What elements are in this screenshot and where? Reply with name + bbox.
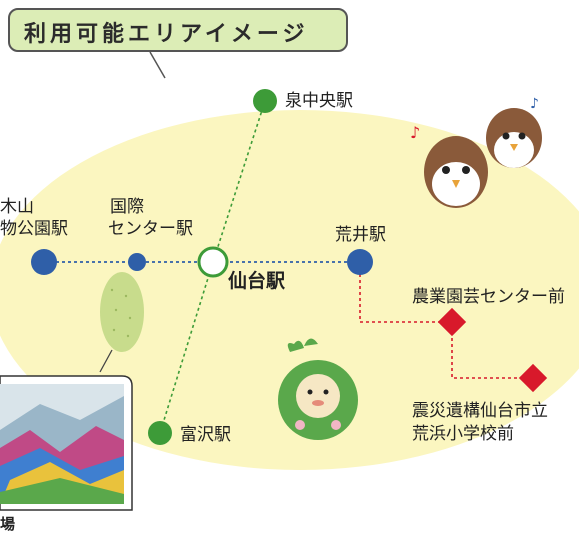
svg-text:♪: ♪ [530, 96, 539, 112]
tomizawa-label[interactable]: 富沢駅 [180, 425, 231, 445]
tomizawa-station-marker[interactable] [148, 421, 172, 445]
shinsai-stop-marker[interactable] [518, 363, 548, 393]
park-dots [110, 288, 132, 338]
yagiyama-station-marker[interactable] [31, 249, 57, 275]
sparrow-mascot-icon [424, 108, 542, 208]
service-area [0, 110, 579, 470]
photo-caption: 場 [0, 515, 16, 533]
kokusai-label-line1[interactable]: 国際 [110, 197, 144, 217]
photo-inset [0, 375, 133, 511]
shinsai-label-line1[interactable]: 震災遺構仙台市立 [412, 401, 548, 421]
arai-label[interactable]: 荒井駅 [335, 225, 386, 245]
svg-text:♪: ♪ [410, 123, 420, 142]
arai-station-marker[interactable] [347, 249, 373, 275]
park-area [100, 272, 144, 352]
photo-pointer [99, 349, 113, 373]
music-note-icon: ♪ ♪ [410, 96, 539, 142]
nogyo-stop-marker[interactable] [437, 307, 467, 337]
yagiyama-label-line1[interactable]: 八木山 [0, 197, 34, 217]
title-pointer [149, 51, 166, 79]
title-box [8, 8, 348, 52]
nogyo-label[interactable]: 農業園芸センター前 [412, 287, 565, 307]
kokusai-station-marker[interactable] [128, 253, 146, 271]
izumi-chuo-station-marker[interactable] [253, 89, 277, 113]
sendai-label[interactable]: 仙台駅 [228, 270, 286, 292]
sendai-station-marker[interactable] [197, 246, 229, 278]
yagiyama-label-line2[interactable]: 動物公園駅 [0, 219, 68, 239]
map-title: 利用可能エリアイメージ [24, 22, 309, 47]
shinsai-label-line2[interactable]: 荒浜小学校前 [412, 424, 514, 444]
namboku-line [212, 100, 266, 263]
plant-mascot-icon [278, 338, 358, 440]
kokusai-label-line2[interactable]: センター駅 [108, 219, 193, 239]
izumi-chuo-label[interactable]: 泉中央駅 [285, 91, 353, 111]
